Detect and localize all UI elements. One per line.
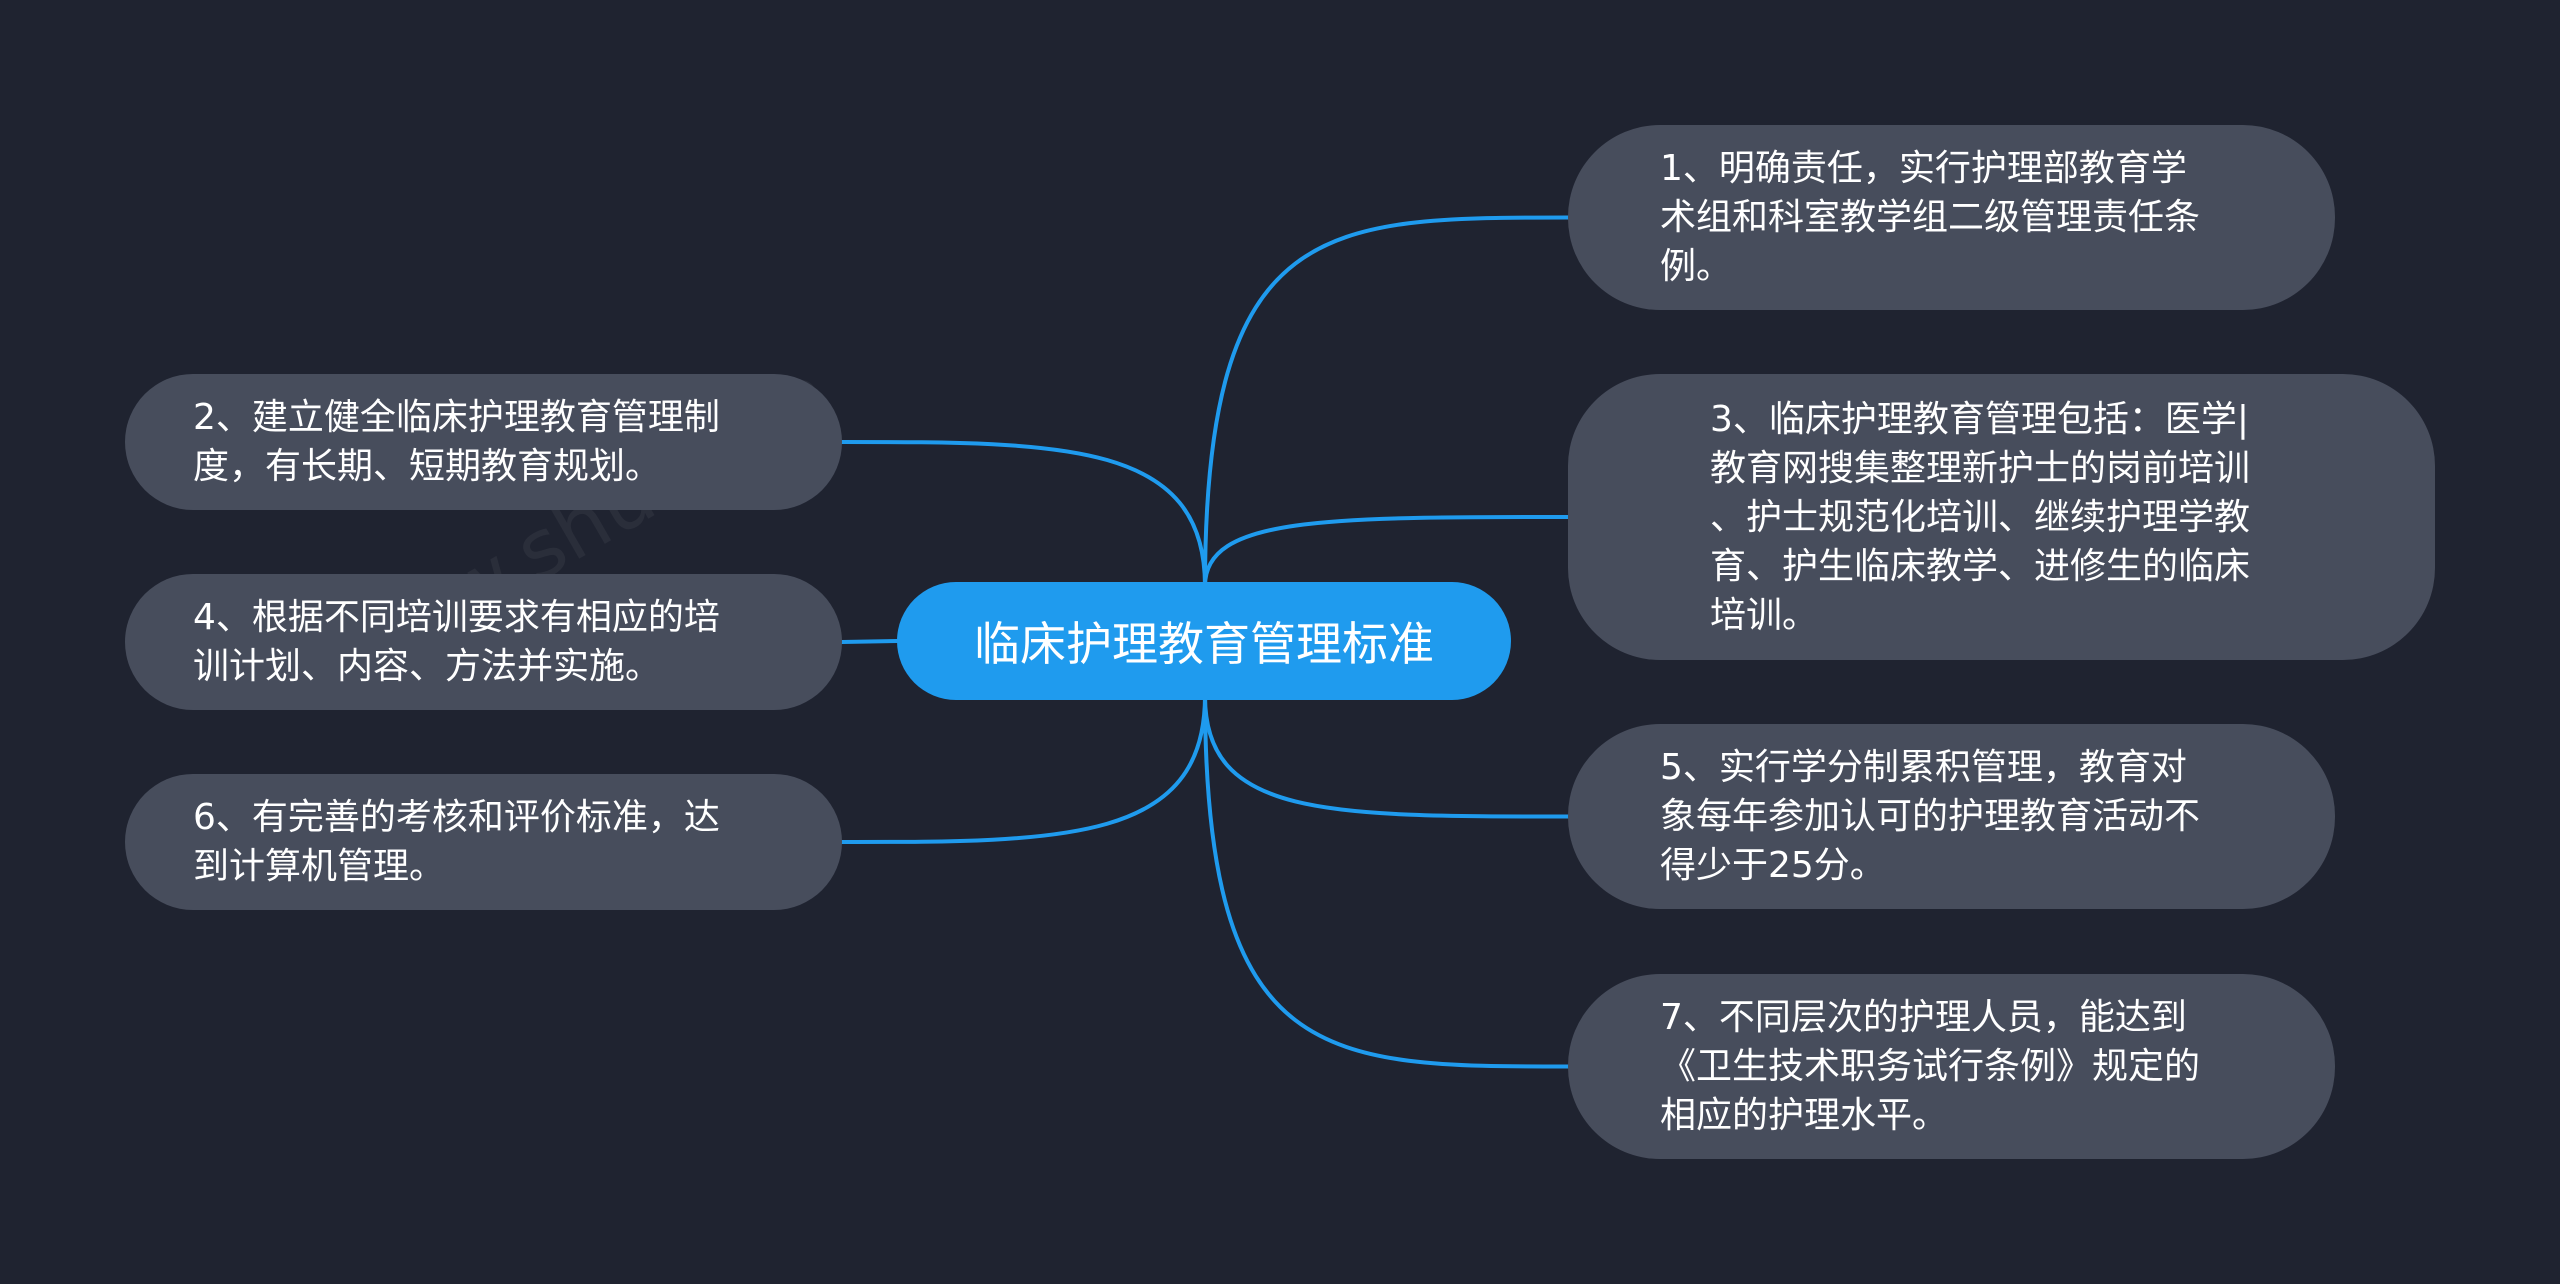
branch-node-5[interactable]: 5、实行学分制累积管理，教育对 象每年参加认可的护理教育活动不 得少于25分。 — [1568, 724, 2335, 909]
branch-node-3[interactable]: 3、临床护理教育管理包括：医学| 教育网搜集整理新护士的岗前培训 、护士规范化培… — [1568, 374, 2435, 660]
connector-b6 — [840, 694, 1207, 844]
branch-node-text: 7、不同层次的护理人员，能达到 《卫生技术职务试行条例》规定的 相应的护理水平。 — [1660, 997, 2201, 1136]
branch-node-text: 2、建立健全临床护理教育管理制 度，有长期、短期教育规划。 — [193, 397, 720, 487]
branch-node-1[interactable]: 1、明确责任，实行护理部教育学 术组和科室教学组二级管理责任条 例。 — [1568, 125, 2335, 310]
branch-node-text: 6、有完善的考核和评价标准，达 到计算机管理。 — [193, 797, 720, 887]
branch-node-7[interactable]: 7、不同层次的护理人员，能达到 《卫生技术职务试行条例》规定的 相应的护理水平。 — [1568, 974, 2335, 1159]
connector-b2 — [840, 440, 1207, 588]
connector-b1 — [1203, 215, 1570, 588]
connector-b7 — [1203, 694, 1570, 1069]
branch-node-text: 4、根据不同培训要求有相应的培 训计划、内容、方法并实施。 — [193, 597, 720, 687]
connector-b5 — [1203, 694, 1570, 819]
branch-node-text: 5、实行学分制累积管理，教育对 象每年参加认可的护理教育活动不 得少于25分。 — [1660, 747, 2201, 886]
branch-node-6[interactable]: 6、有完善的考核和评价标准，达 到计算机管理。 — [125, 774, 842, 910]
connector-b4 — [840, 639, 900, 644]
central-topic-label: 临床护理教育管理标准 — [974, 617, 1434, 671]
branch-node-2[interactable]: 2、建立健全临床护理教育管理制 度，有长期、短期教育规划。 — [125, 374, 842, 510]
branch-node-text: 3、临床护理教育管理包括：医学| 教育网搜集整理新护士的岗前培训 、护士规范化培… — [1710, 398, 2251, 636]
branch-node-text: 1、明确责任，实行护理部教育学 术组和科室教学组二级管理责任条 例。 — [1660, 148, 2201, 287]
connector-b3 — [1203, 515, 1570, 588]
central-topic[interactable]: 临床护理教育管理标准 — [897, 582, 1511, 700]
branch-node-4[interactable]: 4、根据不同培训要求有相应的培 训计划、内容、方法并实施。 — [125, 574, 842, 710]
